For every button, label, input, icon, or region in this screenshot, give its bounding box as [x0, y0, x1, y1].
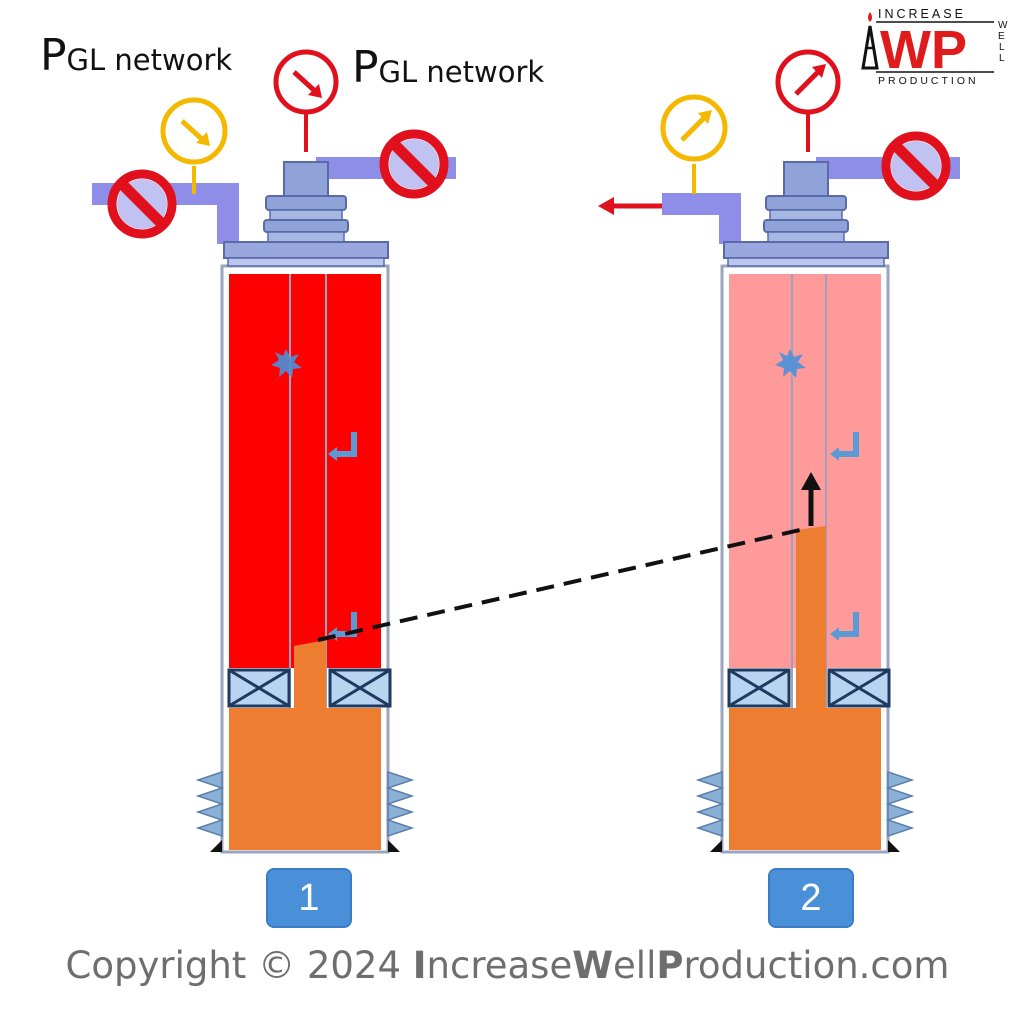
copyright-notice: Copyright © 2024 IncreaseWellProduction.… — [0, 944, 1015, 987]
casing-shoe-right-1 — [388, 840, 400, 852]
casing-shoe-left-1 — [210, 840, 222, 852]
copyright-part-ell: ell — [613, 944, 657, 987]
copyright-prefix: Copyright © 2024 — [65, 944, 413, 987]
tubing-gauge-needle-tip-1 — [308, 84, 322, 98]
perforations-left-1 — [197, 771, 223, 837]
panel-number-1: 1 — [298, 877, 320, 919]
pgl-main-symbol: P — [352, 42, 379, 93]
casing-shoe-right-2 — [888, 840, 900, 852]
panel-number-badge-2: 2 — [768, 868, 854, 928]
perforations-right-1 — [387, 771, 413, 837]
derrick-icon — [861, 12, 879, 70]
casing-gauge-needle-tip-2 — [698, 110, 712, 124]
logo-top-word: INCREASE — [878, 7, 966, 21]
well-2 — [598, 49, 960, 854]
pgl-network-label-tubing: PGL network — [352, 42, 544, 93]
packer-left-1 — [227, 668, 291, 708]
casing-valve-closed-icon-1 — [112, 174, 172, 234]
tubing-valve-closed-icon-1 — [384, 134, 444, 194]
pgl-main-symbol: P — [40, 30, 67, 81]
increase-well-production-logo: INCREASE WP W E L L PRODUCTION — [861, 7, 1008, 87]
casing-gauge-needle-1 — [180, 119, 206, 143]
reservoir-fluid-2 — [729, 708, 881, 850]
tubing-gauge-needle-2 — [794, 70, 820, 96]
copyright-bold-i: I — [412, 944, 427, 987]
pgl-subscript: GL network — [66, 43, 233, 77]
perforations-left-2 — [697, 771, 723, 837]
casing-gauge-needle-tip-1 — [196, 132, 210, 146]
logo-side-letter-1: W — [998, 20, 1008, 31]
copyright-part-roduction: roduction.com — [683, 944, 950, 987]
perforations-right-2 — [887, 771, 913, 837]
logo-side-letter-2: E — [998, 31, 1005, 42]
tubing-fluid-column-2 — [796, 526, 826, 708]
packer-left-2 — [727, 668, 791, 708]
copyright-bold-p: P — [656, 944, 684, 987]
copyright-part-ncrease: ncrease — [426, 944, 573, 987]
logo-wp-mark: WP — [880, 20, 967, 80]
tubing-gauge-needle-1 — [292, 70, 318, 94]
reservoir-fluid-1 — [229, 708, 381, 850]
pgl-network-label-casing: PGL network — [40, 30, 232, 81]
bleed-arrow-icon — [598, 197, 614, 215]
packer-right-2 — [827, 668, 891, 708]
annulus-fluid-1 — [229, 274, 381, 668]
casing-shoe-left-2 — [710, 840, 722, 852]
tubing-fluid-column-1 — [294, 640, 326, 708]
logo-side-letter-3: L — [999, 42, 1005, 53]
fluid-rise-arrow-head — [801, 472, 821, 490]
tubing-gauge-needle-tip-2 — [812, 64, 826, 78]
pgl-subscript: GL network — [378, 55, 545, 89]
logo-side-letter-4: L — [999, 53, 1005, 64]
well-1 — [92, 49, 456, 854]
casing-gauge-needle-2 — [680, 116, 706, 142]
logo-side-word: W E L L — [998, 20, 1008, 64]
panel-number-2: 2 — [800, 877, 822, 919]
panel-number-badge-1: 1 — [266, 868, 352, 928]
tubing-valve-closed-icon-2 — [886, 136, 946, 196]
packer-right-1 — [328, 668, 392, 708]
logo-bottom-word: PRODUCTION — [878, 75, 979, 87]
casing-flowline-2 — [662, 193, 741, 244]
copyright-bold-w: W — [572, 944, 614, 987]
